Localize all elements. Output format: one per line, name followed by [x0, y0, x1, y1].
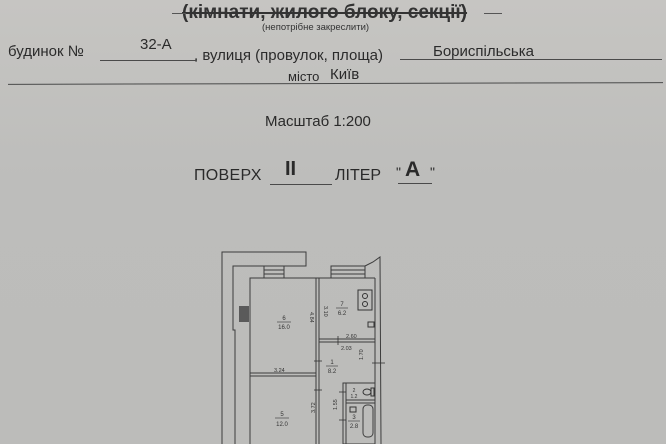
scale-label: Масштаб 1:200 [265, 113, 371, 130]
strike-note: (непотрібне закреслити) [262, 22, 370, 33]
room-6-number: 6 [282, 316, 286, 322]
room-2-area: 1.2 [351, 394, 358, 400]
floor-label: ПОВЕРХ [194, 167, 262, 184]
room-5-number: 5 [280, 412, 284, 418]
room-3-number: 3 [352, 415, 356, 421]
liter-underline [398, 183, 432, 184]
house-label: будинок № [8, 43, 84, 60]
struck-title: (кімнати, жилого блоку, секції) [182, 2, 468, 23]
room-7-number: 7 [340, 302, 344, 308]
liter-label: ЛІТЕР [335, 167, 382, 184]
room-1-number: 1 [330, 360, 334, 366]
liter-quote-open: " [396, 164, 401, 180]
house-number: 32-А [140, 36, 172, 53]
city-value: Київ [330, 66, 360, 83]
liter-value: А [405, 158, 421, 181]
dim-1-70: 1.70 [359, 349, 365, 360]
dim-3-24: 3.24 [274, 368, 285, 374]
room-7-area: 6.2 [338, 311, 347, 317]
street-value: Бориспільська [433, 43, 534, 60]
room-1-area: 8.2 [328, 369, 337, 375]
street-underline [400, 59, 662, 60]
strike-line-right [484, 13, 502, 14]
floor-value: II [285, 158, 297, 180]
room-5-area: 12.0 [276, 422, 288, 428]
city-label: місто [288, 69, 320, 84]
street-label: , вулиця (провулок, площа) [194, 47, 383, 64]
liter-quote-close: " [430, 164, 435, 180]
floor-underline [270, 184, 332, 185]
dim-1-55: 1.55 [333, 399, 339, 410]
dim-4-84: 4.84 [308, 312, 314, 323]
room-2-number: 2 [353, 388, 356, 394]
house-number-underline [100, 60, 196, 61]
dim-3-72: 3.72 [311, 402, 317, 413]
strike-line-left [172, 13, 186, 14]
dim-2-03: 2.03 [341, 346, 352, 352]
dim-2-60: 2.60 [346, 334, 357, 340]
dim-3-10: 3.10 [322, 306, 328, 317]
room-3-area: 2.8 [350, 424, 359, 430]
room-6-area: 16.0 [278, 325, 290, 331]
